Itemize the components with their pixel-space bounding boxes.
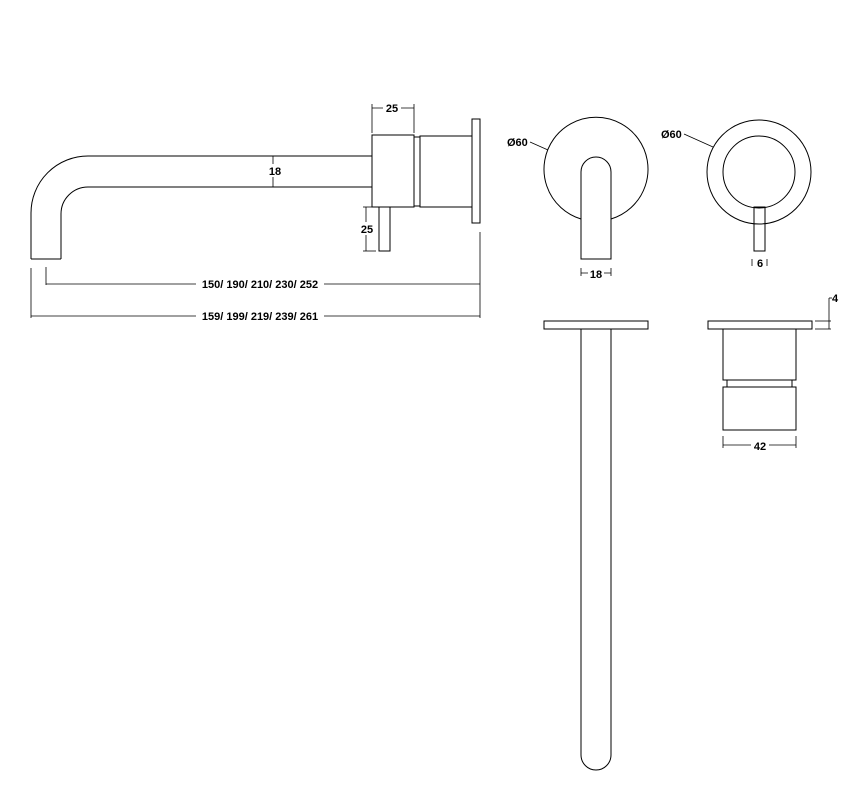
dim-body-width: 25 [371, 100, 415, 133]
front-view-spout: Ø60 18 [507, 116, 649, 281]
dim-label: 18 [269, 166, 281, 178]
wall-flange [471, 118, 481, 224]
dim-label: Ø60 [661, 129, 682, 141]
dim-label: 25 [386, 103, 398, 115]
spout-side [30, 155, 372, 260]
dim-label: 18 [590, 269, 602, 281]
top-view-spout [543, 320, 649, 771]
dim-projection-outer: 159/ 199/ 219/ 239/ 261 [30, 232, 481, 323]
dim-label: 6 [757, 258, 763, 270]
dim-label: 4 [832, 293, 839, 305]
dim-lever-length: 25 [358, 206, 376, 252]
lever [378, 206, 391, 252]
dim-label: 159/ 199/ 219/ 239/ 261 [202, 311, 318, 323]
body-step [413, 136, 421, 207]
mixer-body [371, 134, 415, 208]
dim-spout-diameter: 18 [266, 156, 282, 187]
dim-label: Ø60 [507, 137, 528, 149]
dim-label: 25 [361, 224, 373, 236]
dim-projection-inner: 150/ 190/ 210/ 230/ 252 [45, 267, 480, 291]
dim-label: 150/ 190/ 210/ 230/ 252 [202, 279, 318, 291]
front-view-mixer: Ø60 6 [661, 119, 812, 270]
side-view: 25 18 25 150/ 190/ 210/ 230/ 252 159/ 19… [30, 100, 481, 323]
dim-label: 42 [754, 441, 766, 453]
top-view-mixer: 4 42 [707, 293, 839, 453]
cartridge-cylinder [419, 135, 473, 208]
